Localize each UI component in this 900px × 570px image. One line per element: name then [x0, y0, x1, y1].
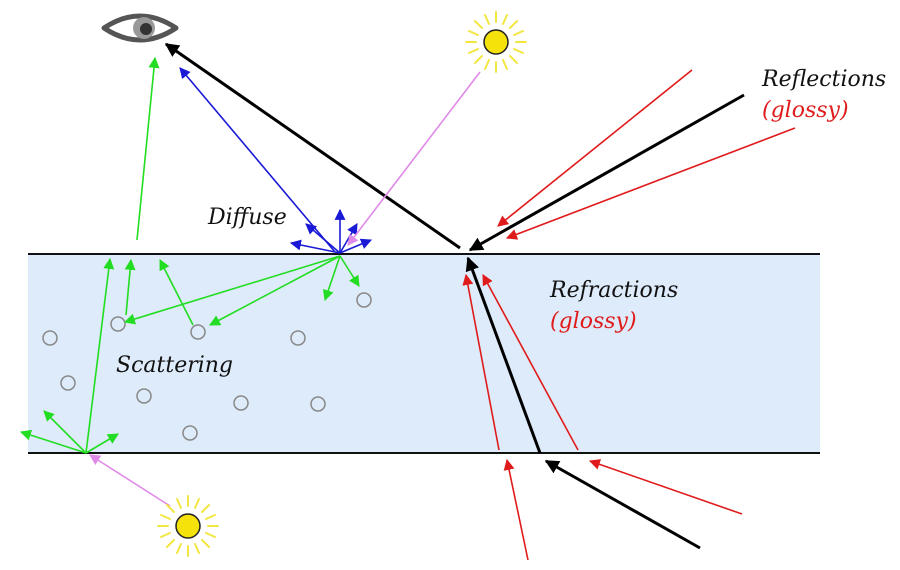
- scatter-ray: [19, 429, 87, 454]
- material-slab: [28, 254, 820, 453]
- diffuse-ray-to-eye: [179, 67, 336, 253]
- particle: [60, 375, 76, 391]
- scatter-ray: [123, 255, 341, 325]
- light-ray-top: [347, 71, 481, 246]
- scatter-ray: [339, 255, 360, 287]
- glossy-refraction-ray: [462, 273, 500, 451]
- glossy-incoming-ray: [588, 459, 743, 515]
- diffuse-ray: [289, 239, 341, 254]
- light-ray-bottom: [89, 454, 171, 507]
- refractions-glossy-label: (glossy): [550, 309, 637, 334]
- sun-icon: [465, 11, 527, 73]
- reflections-glossy-label: (glossy): [762, 98, 849, 123]
- scatter-ray: [43, 410, 87, 454]
- particle: [310, 396, 326, 412]
- specular-reflection-ray: [468, 93, 745, 252]
- particle: [233, 395, 249, 411]
- scattering-label: Scattering: [116, 353, 233, 378]
- glossy-refraction-ray: [482, 274, 579, 451]
- diffuse-ray: [339, 238, 373, 254]
- particle: [42, 330, 58, 346]
- scatter-ray: [124, 258, 136, 316]
- particle: [182, 425, 198, 441]
- scattering-particles: [42, 292, 372, 441]
- eye-icon: [101, 13, 179, 43]
- scatter-ray: [85, 433, 119, 454]
- scatter-ray: [159, 259, 194, 326]
- particle: [136, 388, 152, 404]
- particle: [356, 292, 372, 308]
- scattering-rays: [19, 56, 360, 454]
- incoming-glossy-rays-bottom: [503, 458, 743, 561]
- diffuse-label: Diffuse: [207, 205, 287, 230]
- specular-refraction-ray: [465, 256, 542, 454]
- specular-ray-to-eye: [164, 42, 461, 250]
- scatter-ray: [209, 255, 341, 326]
- diffuse-rays: [179, 67, 373, 254]
- glossy-reflection-ray: [497, 69, 693, 227]
- scatter-ray-to-eye: [136, 56, 160, 241]
- reflection-glossy-rays: [497, 69, 796, 240]
- refractions-label: Refractions: [549, 278, 678, 303]
- glossy-reflection-ray: [505, 127, 796, 240]
- sun-icon: [157, 495, 219, 557]
- refraction-glossy-rays: [462, 273, 579, 451]
- reflections-label: Reflections: [761, 67, 886, 92]
- scatter-ray: [85, 257, 115, 454]
- particle: [290, 330, 306, 346]
- glossy-incoming-ray: [503, 458, 529, 561]
- diffuse-ray: [305, 223, 341, 254]
- scatter-ray: [322, 255, 341, 302]
- specular-incoming-ray-bottom: [544, 459, 701, 550]
- particle: [190, 324, 206, 340]
